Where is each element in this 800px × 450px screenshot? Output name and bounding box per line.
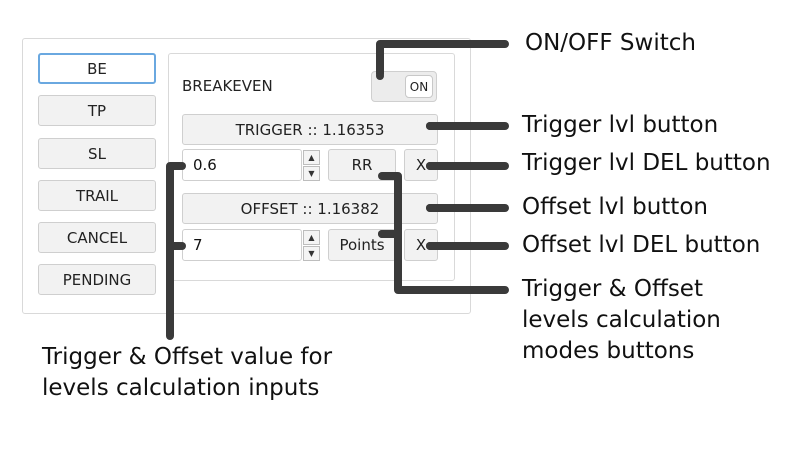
callout-dot [178,242,186,250]
callout-trigger-del-label: Trigger lvl DEL button [522,150,771,176]
callout-dot [378,230,386,238]
callout-line-inputs [166,162,184,340]
trigger-value-spinner: ▲ ▼ [303,149,320,181]
sidebar-item-sl[interactable]: SL [38,138,156,169]
callout-trigger-btn-label: Trigger lvl button [522,112,719,138]
callout-modes-label-2: levels calculation [522,307,721,333]
sidebar-item-tp[interactable]: TP [38,95,156,126]
sidebar-item-cancel[interactable]: CANCEL [38,222,156,253]
sidebar-item-be[interactable]: BE [38,53,156,84]
callout-inputs-label-2: levels calculation inputs [42,375,320,401]
spin-up-icon[interactable]: ▲ [303,150,320,165]
callout-dot [178,162,186,170]
trigger-value-input[interactable]: 0.6 [182,149,302,181]
sidebar-item-trail[interactable]: TRAIL [38,180,156,211]
callout-line-switch [376,40,509,78]
spin-down-icon[interactable]: ▼ [303,246,320,261]
offset-del-button[interactable]: X [404,229,438,261]
spin-down-icon[interactable]: ▼ [303,166,320,181]
callout-dot [426,242,434,250]
callout-dot [426,162,434,170]
spin-up-icon[interactable]: ▲ [303,230,320,245]
callout-dot [426,122,434,130]
callout-dot [376,72,384,80]
breakeven-title: BREAKEVEN [182,77,273,95]
callout-modes-label-1: Trigger & Offset [522,276,703,302]
switch-knob: ON [405,75,433,98]
callout-inputs-label-1: Trigger & Offset value for [42,344,333,370]
callout-dot [378,172,386,180]
trigger-level-button[interactable]: TRIGGER :: 1.16353 [182,114,438,145]
callout-modes-label-3: modes buttons [522,338,695,364]
offset-value-spinner: ▲ ▼ [303,229,320,261]
callout-dot [426,204,434,212]
callout-offset-del-label: Offset lvl DEL button [522,232,761,258]
sidebar-item-pending[interactable]: PENDING [38,264,156,295]
callout-offset-btn-label: Offset lvl button [522,194,708,220]
callout-switch-label: ON/OFF Switch [525,30,696,56]
